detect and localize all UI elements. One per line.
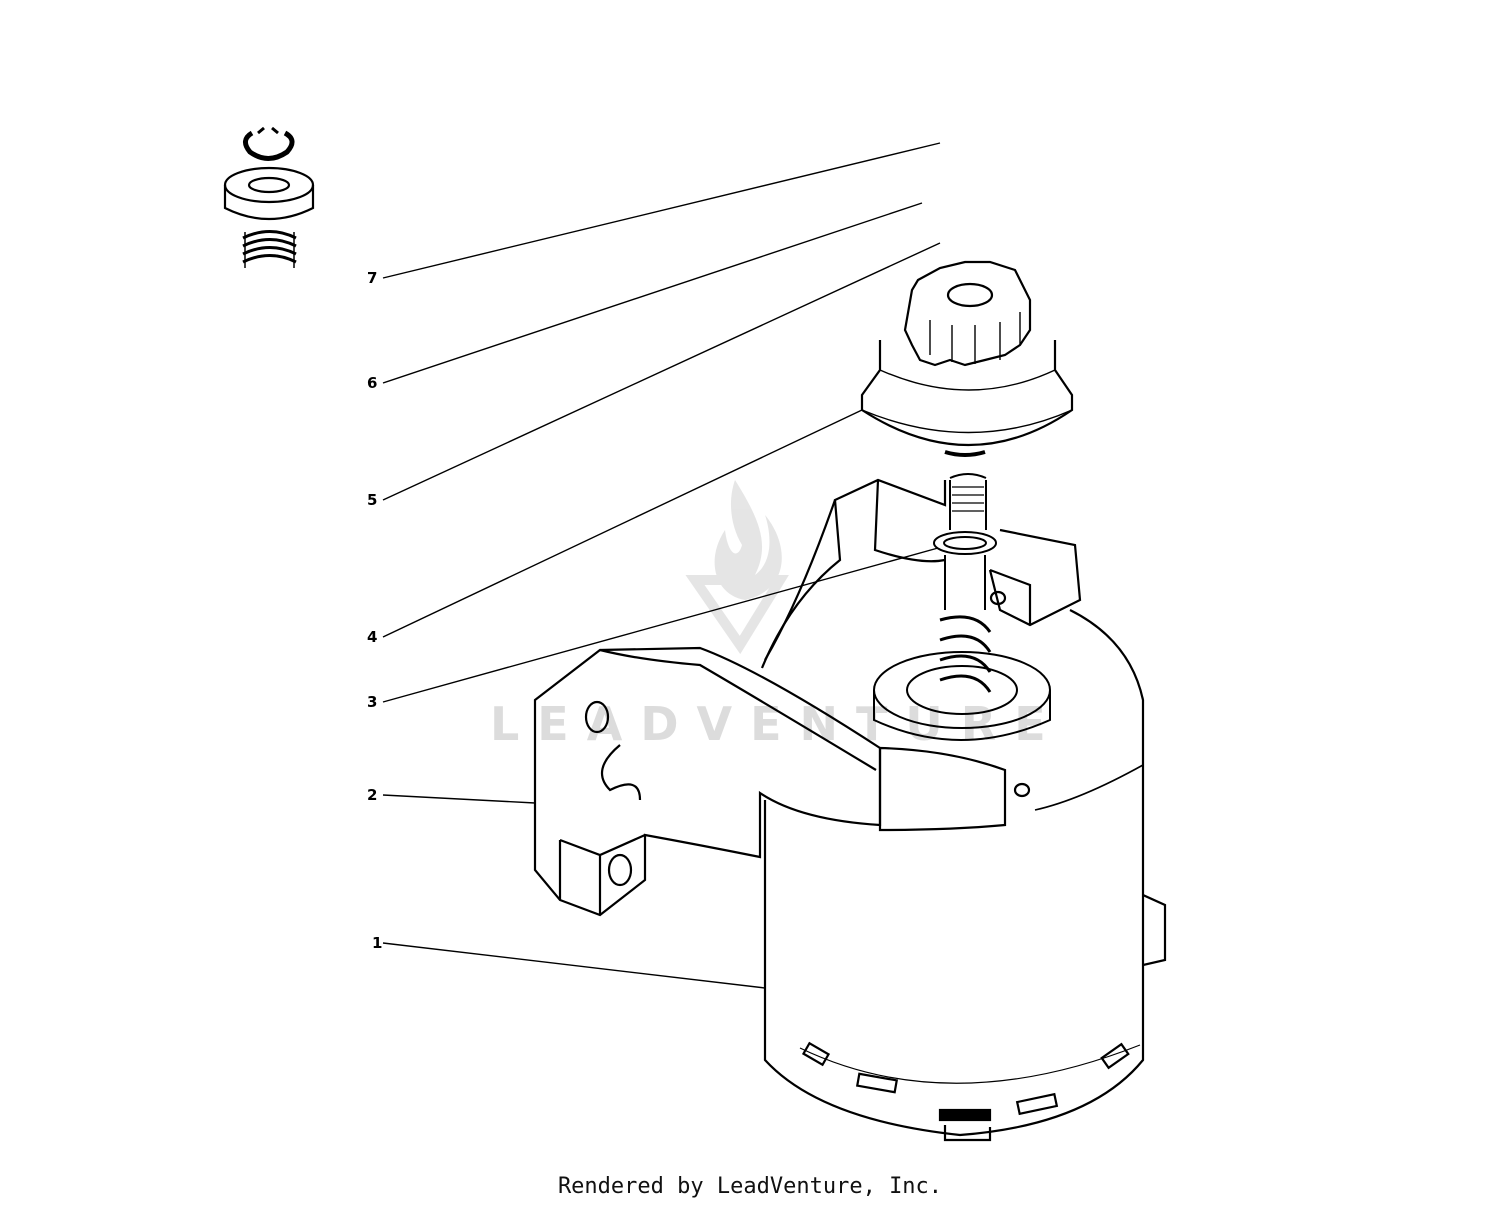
callout-3: 3 (367, 693, 377, 711)
callout-6: 6 (367, 374, 377, 392)
watermark-flame-icon (714, 480, 782, 600)
callout-4: 4 (367, 628, 377, 646)
watermark-text: LEADVENTURE (490, 697, 1064, 751)
mounting-bracket (533, 478, 1082, 917)
callout-2: 2 (367, 786, 377, 804)
callout-labels: 7 6 5 4 3 2 1 (367, 269, 382, 952)
watermark-v-icon (685, 575, 789, 655)
drive-pinion-housing (860, 260, 1074, 457)
callout-7: 7 (367, 269, 377, 287)
callout-1: 1 (372, 934, 382, 952)
callout-5: 5 (367, 491, 377, 509)
retaining-clip (243, 126, 295, 161)
pinion-spring (242, 230, 297, 268)
credit-footer: Rendered by LeadVenture, Inc. (557, 1174, 943, 1199)
drive-shaft (873, 473, 1051, 741)
leader-lines (382, 142, 941, 989)
retainer-washer (223, 166, 315, 221)
starter-motor-housing (763, 609, 1167, 1142)
